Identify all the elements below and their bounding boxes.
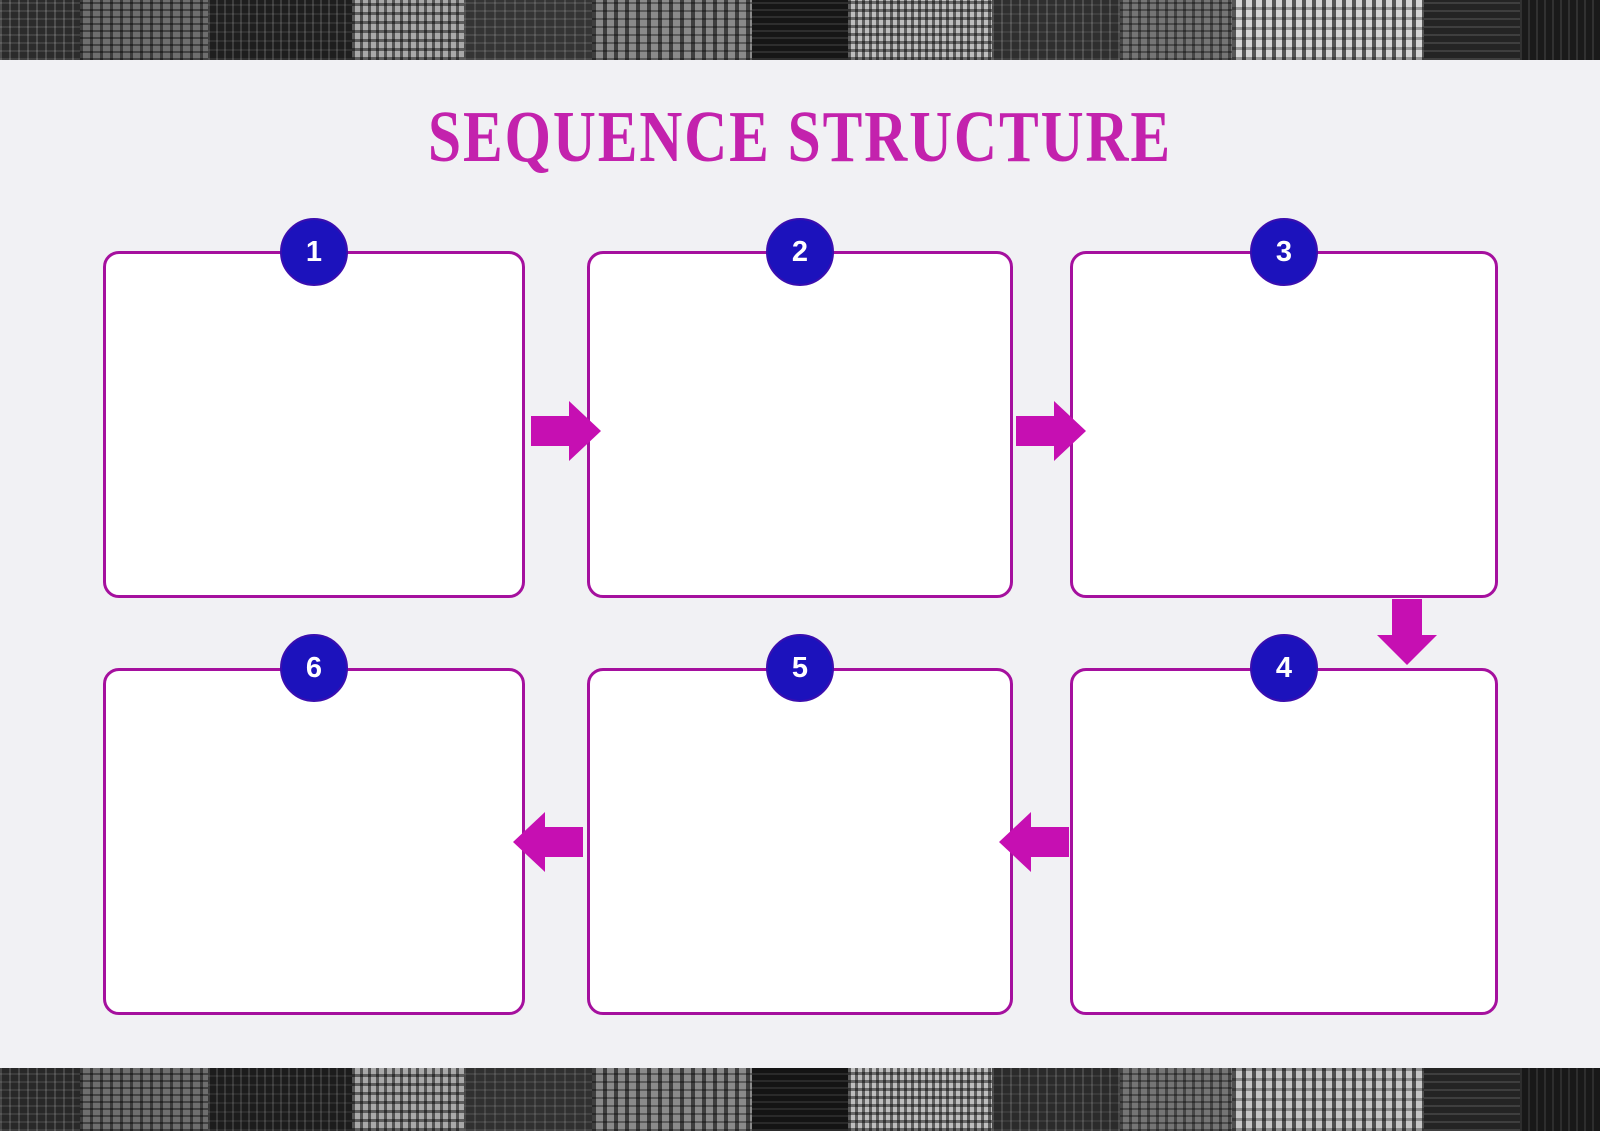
building-graphic bbox=[464, 1068, 592, 1131]
step-6-badge: 6 bbox=[280, 634, 348, 702]
building-graphic bbox=[352, 0, 464, 60]
cityscape-photo-top bbox=[0, 0, 1600, 60]
building-graphic bbox=[992, 1068, 1120, 1131]
step-3-badge: 3 bbox=[1250, 218, 1318, 286]
step-4-number: 4 bbox=[1275, 651, 1293, 684]
building-graphic bbox=[1120, 0, 1232, 60]
arrow-right-icon-1-2 bbox=[531, 401, 601, 461]
building-graphic bbox=[1424, 1068, 1520, 1131]
step-5-number: 5 bbox=[791, 651, 809, 684]
building-graphic bbox=[208, 1068, 352, 1131]
arrow-right-icon-2-3 bbox=[1016, 401, 1086, 461]
cityscape-photo-bottom bbox=[0, 1068, 1600, 1131]
step-1-badge: 1 bbox=[280, 218, 348, 286]
sequence-box-step-2[interactable] bbox=[587, 251, 1013, 598]
building-graphic bbox=[1520, 0, 1600, 60]
page-title: SEQUENCE STRUCTURE bbox=[427, 97, 1172, 178]
building-graphic bbox=[1424, 0, 1520, 60]
step-4-badge: 4 bbox=[1250, 634, 1318, 702]
step-3-number: 3 bbox=[1275, 235, 1293, 268]
building-graphic bbox=[752, 0, 848, 60]
building-graphic bbox=[592, 0, 752, 60]
sequence-box-step-4[interactable] bbox=[1070, 668, 1498, 1015]
arrow-down-icon-3-4 bbox=[1377, 599, 1437, 665]
building-graphic bbox=[1120, 1068, 1232, 1131]
building-graphic bbox=[592, 1068, 752, 1131]
building-graphic bbox=[752, 1068, 848, 1131]
arrow-left-icon-4-5 bbox=[999, 812, 1069, 872]
building-graphic bbox=[848, 0, 992, 60]
sequence-box-step-1[interactable] bbox=[103, 251, 525, 598]
building-graphic bbox=[1232, 0, 1424, 60]
building-graphic bbox=[80, 1068, 208, 1131]
building-graphic bbox=[80, 0, 208, 60]
building-graphic bbox=[352, 1068, 464, 1131]
step-2-number: 2 bbox=[791, 235, 809, 268]
building-graphic bbox=[464, 0, 592, 60]
building-graphic bbox=[0, 1068, 80, 1131]
step-5-badge: 5 bbox=[766, 634, 834, 702]
building-graphic bbox=[208, 0, 352, 60]
arrow-left-icon-5-6 bbox=[513, 812, 583, 872]
sequence-box-step-6[interactable] bbox=[103, 668, 525, 1015]
building-graphic bbox=[848, 1068, 992, 1131]
step-2-badge: 2 bbox=[766, 218, 834, 286]
sequence-box-step-5[interactable] bbox=[587, 668, 1013, 1015]
sequence-box-step-3[interactable] bbox=[1070, 251, 1498, 598]
building-graphic bbox=[1232, 1068, 1424, 1131]
building-graphic bbox=[1520, 1068, 1600, 1131]
building-graphic bbox=[0, 0, 80, 60]
building-graphic bbox=[992, 0, 1120, 60]
step-6-number: 6 bbox=[305, 651, 323, 684]
step-1-number: 1 bbox=[305, 235, 323, 268]
